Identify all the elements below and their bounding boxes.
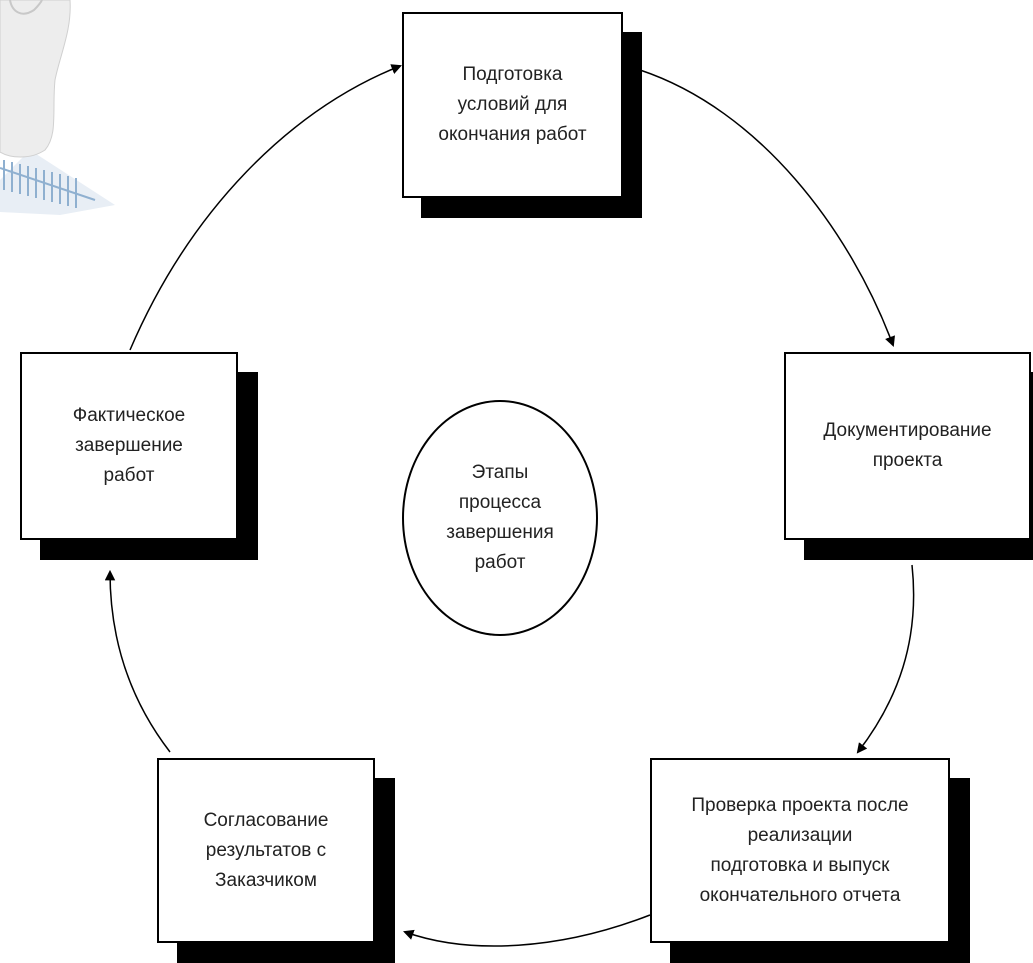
stage-review-box: Проверка проекта после реализации подгот… — [650, 758, 950, 943]
stage-review-label: Проверка проекта после реализации подгот… — [691, 794, 909, 906]
center-label: Этапы процесса завершения работ — [446, 462, 554, 573]
arrow-review-to-approve — [403, 914, 651, 947]
arrow-approve-to-actual — [104, 569, 171, 753]
stage-prep-box: Подготовка условий для окончания работ — [402, 12, 623, 198]
arrow-actual-to-prep — [129, 64, 402, 351]
stage-approve-box: Согласование результатов с Заказчиком — [157, 758, 375, 943]
stage-approve-label: Согласование результатов с Заказчиком — [203, 809, 329, 891]
arrow-prep-to-docs — [639, 69, 895, 347]
stage-actual-box: Фактическое завершение работ — [20, 352, 238, 540]
arrow-docs-to-review — [856, 564, 915, 754]
paper-grid — [0, 160, 96, 208]
figure-illustration — [0, 0, 115, 215]
stage-prep-label: Подготовка условий для окончания работ — [438, 64, 587, 145]
stage-docs-label: Документирование проекта — [823, 420, 992, 471]
center-ellipse: Этапы процесса завершения работ — [402, 400, 598, 636]
stage-docs-box: Документирование проекта — [784, 352, 1031, 540]
stage-actual-label: Фактическое завершение работ — [72, 405, 186, 486]
